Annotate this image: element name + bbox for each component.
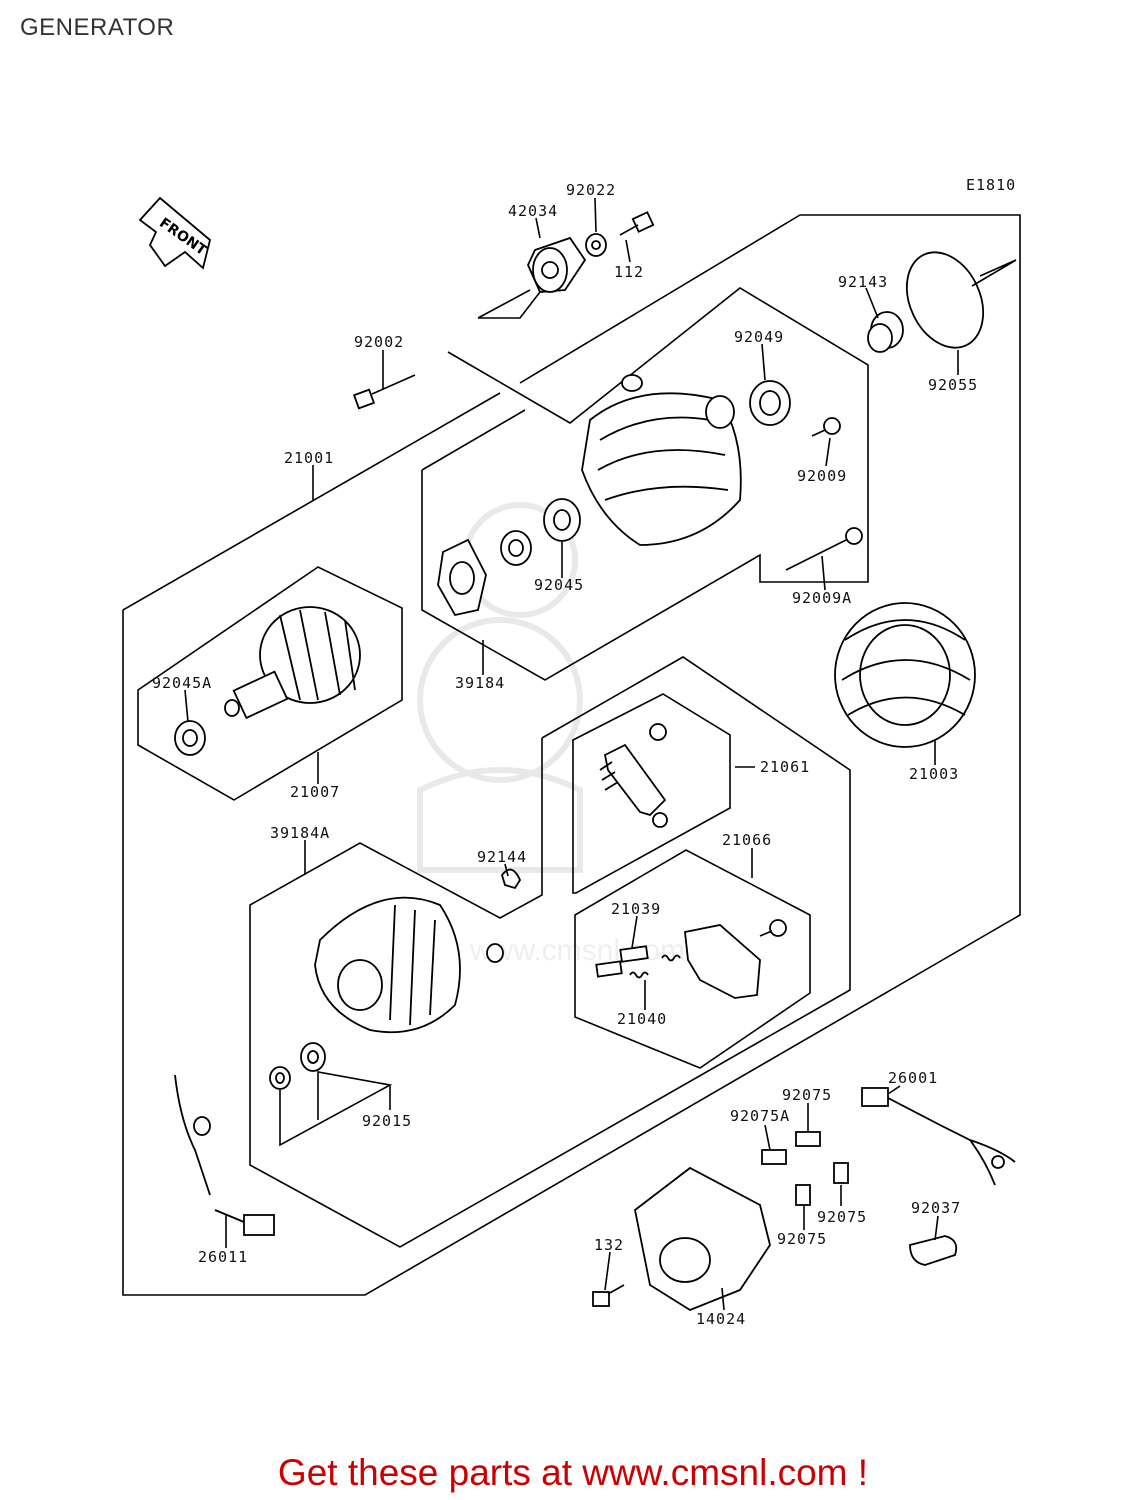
part-label: 92009 [797,467,847,485]
brush-21039-icon [619,945,649,963]
part-label: 21061 [760,758,810,776]
part-label: 21039 [611,900,661,918]
part-label: 92015 [362,1112,412,1130]
harness-26001-icon [861,1087,1016,1186]
part-label: 112 [614,263,644,281]
part-label: 92075 [777,1230,827,1248]
bearing-92045-icon [543,498,581,542]
bolt-92009a-icon [785,527,863,571]
front-housing-39184a-icon [314,896,461,1034]
rotor-21007-icon [224,606,361,720]
group-outline-21007 [137,566,403,801]
bolt-112-icon [619,211,655,236]
leader-lines [184,197,959,1311]
part-label: 21066 [722,831,772,849]
assembly-outline-21001 [122,214,1021,1296]
page-title: GENERATOR [20,14,175,41]
plate-39184-icon [437,538,487,617]
diagram-code: E1810 [966,176,1016,194]
part-label: 92075A [730,1107,790,1125]
part-label: 92049 [734,328,784,346]
part-label: 21001 [284,449,334,467]
clip-92144-icon [501,868,522,890]
part-label: 92075 [782,1086,832,1104]
part-label: 39184A [270,824,330,842]
part-label: 26011 [198,1248,248,1266]
bolt-92002-icon [352,374,416,410]
pulley-42034-icon [477,236,587,319]
rear-housing-icon [581,374,742,546]
part-label: 132 [594,1236,624,1254]
screw-92009-icon [811,417,841,437]
damper-92075-c-icon [795,1184,811,1206]
group-outline-rectifier [572,693,731,894]
wire-lead-26011-icon [174,1074,275,1236]
clamp-92037-icon [909,1235,958,1266]
part-label: 92055 [928,376,978,394]
bearing-92045-b-icon [500,530,532,566]
nut-92015-icon [300,1042,326,1072]
cap-92143-icon [867,311,904,353]
washer-92022-icon [585,233,607,257]
bearing-92045a-icon [174,720,206,756]
part-label: 21040 [617,1010,667,1028]
damper-92075a-icon [761,1149,787,1165]
front-arrow-icon: FRONT [138,196,212,270]
part-label: 92002 [354,333,404,351]
part-label: 26001 [888,1069,938,1087]
part-label: 21003 [909,765,959,783]
part-label: 92022 [566,181,616,199]
part-label: 14024 [696,1310,746,1328]
footer-cta[interactable]: Get these parts at www.cmsnl.com ! [277,1452,869,1493]
watermark-text: www.cmsnl.com [469,934,685,967]
regulator-21066-icon [684,919,787,999]
part-label: 42034 [508,202,558,220]
part-label: 39184 [455,674,505,692]
part-label: 92009A [792,589,852,607]
part-label: 92045 [534,576,584,594]
cover-14024-icon [634,1166,771,1312]
damper-92075-icon [795,1131,821,1147]
part-label: 92037 [911,1199,961,1217]
damper-92075-b-icon [833,1162,849,1184]
part-label: 92075 [817,1208,867,1226]
stator-21003-icon [834,602,976,748]
group-outline-21066 [574,849,811,1069]
part-label: 92045A [152,674,212,692]
o-ring-92055-icon [905,251,985,349]
seal-92049-icon [749,380,791,426]
exploded-parts-diagram: www.cmsnl.com E1810 FRONT [122,176,1021,1328]
group-outline-21061 [249,656,851,1248]
part-labels: 42034 92022 112 92143 92055 92002 92049 … [152,181,978,1328]
spring-21040-icon [661,954,681,962]
rectifier-21061-icon [599,723,668,828]
part-label: 92144 [477,848,527,866]
part-label: 92143 [838,273,888,291]
part-label: 21007 [290,783,340,801]
bolt-132-icon [592,1284,625,1307]
